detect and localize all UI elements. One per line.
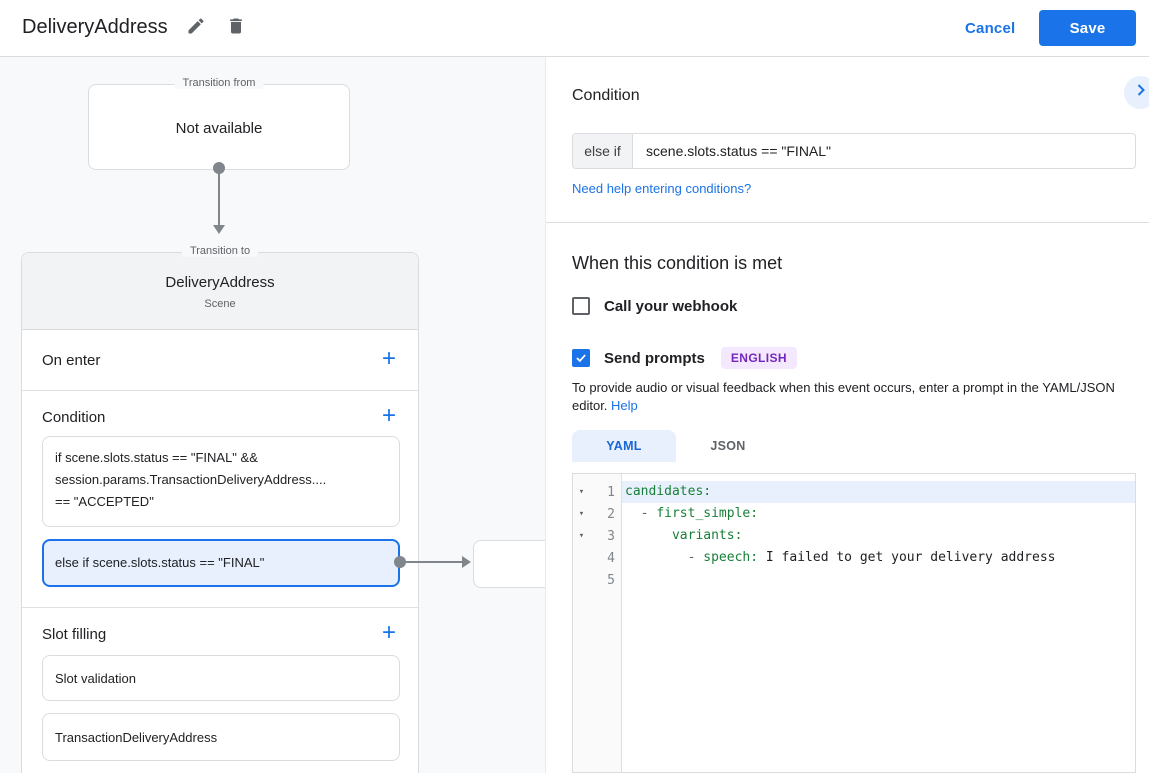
call-webhook-row[interactable]: Call your webhook [572, 297, 737, 315]
prompts-checkbox[interactable] [572, 349, 590, 367]
prompt-description-text: To provide audio or visual feedback when… [572, 380, 1115, 413]
trash-icon [226, 16, 246, 41]
collapse-panel-button[interactable] [1124, 76, 1149, 109]
chevron-right-icon [1131, 80, 1149, 105]
conditions-help-link[interactable]: Need help entering conditions? [572, 181, 752, 196]
condition-item-selected[interactable]: else if scene.slots.status == "FINAL" [42, 539, 400, 587]
format-tabs: YAML JSON [572, 430, 780, 462]
line-number: 1 [607, 484, 615, 500]
line-number: 4 [607, 550, 615, 566]
code-line[interactable]: - first_simple: [640, 506, 759, 521]
scene-diagram-panel: Transition from Not available Transition… [0, 57, 546, 773]
save-button[interactable]: Save [1039, 10, 1136, 46]
slot-filling-section: Slot filling + Slot validation Transacti… [22, 608, 418, 773]
code-line[interactable]: variants: [671, 528, 743, 543]
code-line[interactable]: - speech: I failed to get your delivery … [687, 550, 1056, 565]
transition-arrowhead [462, 556, 471, 568]
line-number: 5 [607, 572, 615, 588]
scene-card: Transition to DeliveryAddress Scene On e… [21, 245, 419, 773]
page-title: DeliveryAddress [22, 16, 168, 38]
line-number: 3 [607, 528, 615, 544]
fold-toggle-icon[interactable]: ▾ [578, 487, 585, 497]
connector-arrowhead [213, 225, 225, 234]
line-number: 2 [607, 506, 615, 522]
on-enter-section: On enter + [22, 330, 418, 391]
scene-card-header: DeliveryAddress Scene [22, 253, 418, 330]
scene-type: Scene [204, 298, 236, 310]
slot-item[interactable]: TransactionDeliveryAddress [42, 713, 400, 761]
delete-scene-button[interactable] [223, 15, 249, 41]
language-badge: ENGLISH [720, 347, 797, 369]
condition-operator: else if [573, 134, 633, 168]
slot-filling-title: Slot filling [42, 626, 107, 643]
code-line[interactable] [622, 569, 1135, 591]
help-link[interactable]: Help [611, 398, 638, 413]
code-line[interactable]: candidates: [622, 481, 1135, 503]
transition-to-label: Transition to [181, 245, 259, 257]
add-condition-button[interactable]: + [376, 403, 402, 429]
prompt-description: To provide audio or visual feedback when… [572, 379, 1138, 415]
scene-name: DeliveryAddress [165, 274, 275, 291]
transition-target-box [473, 540, 545, 588]
slot-validation-item[interactable]: Slot validation [42, 655, 400, 701]
edit-scene-button[interactable] [183, 15, 209, 41]
check-icon [574, 351, 588, 365]
pencil-icon [186, 16, 206, 41]
send-prompts-row[interactable]: Send prompts ENGLISH [572, 347, 797, 369]
add-slot-button[interactable]: + [376, 620, 402, 646]
top-bar: DeliveryAddress Cancel Save [0, 0, 1149, 57]
condition-item[interactable]: if scene.slots.status == "FINAL" && sess… [42, 436, 400, 527]
fold-toggle-icon[interactable]: ▾ [578, 531, 585, 541]
transition-line [404, 561, 463, 563]
condition-met-heading: When this condition is met [572, 253, 783, 273]
tab-json[interactable]: JSON [710, 439, 746, 453]
panel-divider [546, 222, 1149, 223]
fold-toggle-icon[interactable]: ▾ [578, 509, 585, 519]
add-on-enter-button[interactable]: + [376, 346, 402, 372]
condition-expression-input[interactable]: scene.slots.status == "FINAL" [646, 143, 832, 159]
on-enter-title: On enter [42, 352, 101, 369]
prompts-label: Send prompts [604, 349, 705, 367]
transition-dot [394, 556, 406, 568]
cancel-button[interactable]: Cancel [965, 19, 1016, 37]
plus-icon: + [381, 619, 396, 646]
code-lines[interactable]: candidates: - first_simple: variants: - … [622, 474, 1135, 772]
editor-gutter: ▾ 1 ▾ 2 ▾ 3 4 5 [573, 474, 622, 772]
condition-expression-row: else if scene.slots.status == "FINAL" [572, 133, 1136, 169]
yaml-code-editor[interactable]: ▾ 1 ▾ 2 ▾ 3 4 5 candidates: - first_simple: var… [572, 473, 1136, 773]
webhook-checkbox[interactable] [572, 297, 590, 315]
plus-icon: + [381, 345, 396, 372]
condition-panel-heading: Condition [572, 87, 640, 104]
condition-section: Condition + if scene.slots.status == "FI… [22, 391, 418, 608]
condition-section-title: Condition [42, 409, 106, 426]
plus-icon: + [381, 402, 396, 429]
transition-from-content: Not available [175, 120, 263, 137]
transition-from-box: Transition from Not available [88, 77, 350, 170]
tab-yaml[interactable]: YAML [572, 430, 676, 462]
connector-dot [213, 162, 225, 174]
connector-line [218, 169, 220, 225]
condition-editor-panel: Condition else if scene.slots.status == … [546, 57, 1149, 773]
transition-from-label: Transition from [174, 77, 264, 89]
webhook-label: Call your webhook [604, 297, 738, 315]
